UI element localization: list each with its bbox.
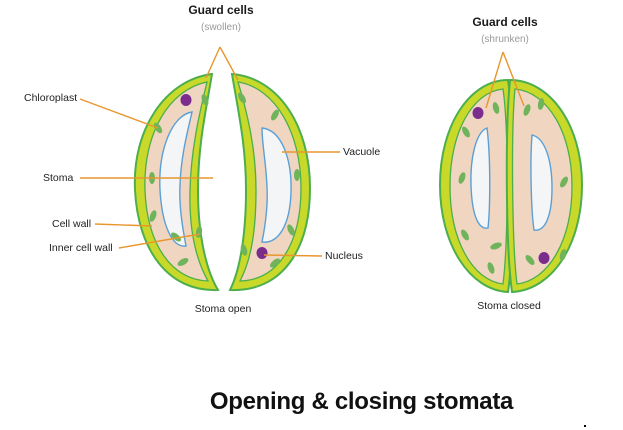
cell-wall-leader-line — [94, 223, 153, 227]
closed-stoma-group — [438, 78, 584, 294]
chloroplast-leader-line — [79, 98, 159, 129]
closed-stoma-leader-lines — [485, 51, 525, 109]
closed-guard-cells-header: Guard cells — [472, 15, 538, 29]
chloroplast — [487, 262, 495, 274]
closed-left-guard-cell-vacuole — [470, 127, 491, 229]
chloroplast — [271, 109, 279, 121]
nucleus — [472, 107, 484, 119]
inner-cell-wall-label: Inner cell wall — [49, 242, 113, 254]
chloroplast — [458, 172, 466, 184]
corner-dot — [584, 425, 586, 427]
vacuole-label: Vacuole — [343, 146, 380, 158]
stomata-diagram: Guard cells (swollen) Chloroplast Stoma … — [24, 3, 584, 315]
closed-guard-cells-subheader: (shrunken) — [481, 34, 529, 45]
inner-cell-wall-leader-line — [118, 233, 201, 249]
stoma-label: Stoma — [43, 172, 74, 184]
nucleus-leader-line — [263, 254, 323, 257]
chloroplast — [492, 102, 500, 114]
chloroplast — [201, 94, 209, 106]
nucleus — [538, 252, 550, 264]
chloroplast — [461, 229, 469, 241]
chloroplast — [270, 258, 280, 268]
page-title: Opening & closing stomata — [209, 388, 514, 415]
chloroplast — [525, 255, 535, 265]
chloroplast — [560, 176, 568, 188]
chloroplast-label: Chloroplast — [24, 92, 77, 104]
chloroplast — [559, 249, 567, 261]
chloroplast — [238, 92, 246, 104]
chloroplast — [240, 244, 248, 256]
right-guard-cell-vacuole — [261, 127, 292, 243]
closed-right-guard-cell-vacuole — [530, 134, 553, 231]
chloroplast — [153, 122, 163, 134]
open-guard-cells-subheader: (swollen) — [201, 22, 241, 33]
open-stoma-leader-lines — [79, 46, 340, 257]
stoma-open-caption: Stoma open — [195, 303, 252, 315]
cell-wall-label: Cell wall — [52, 218, 91, 230]
chloroplast — [171, 232, 181, 242]
chloroplast — [537, 98, 545, 110]
guard-cells-leader-line — [205, 46, 239, 81]
left-guard-cell-vacuole — [159, 111, 193, 247]
nucleus — [256, 247, 268, 259]
chloroplast — [523, 104, 531, 116]
stoma-closed-caption: Stoma closed — [477, 300, 541, 312]
chloroplast — [149, 210, 157, 222]
chloroplast — [294, 169, 300, 181]
nucleus-label: Nucleus — [325, 250, 363, 262]
chloroplast — [177, 258, 189, 266]
open-guard-cells-header: Guard cells — [188, 3, 254, 17]
open-stoma-group — [133, 72, 312, 292]
nucleus — [180, 94, 192, 106]
chloroplast — [462, 126, 470, 138]
closed-guard-cells-leader-line — [485, 51, 525, 109]
chloroplast — [490, 242, 502, 250]
chloroplast — [287, 224, 295, 236]
